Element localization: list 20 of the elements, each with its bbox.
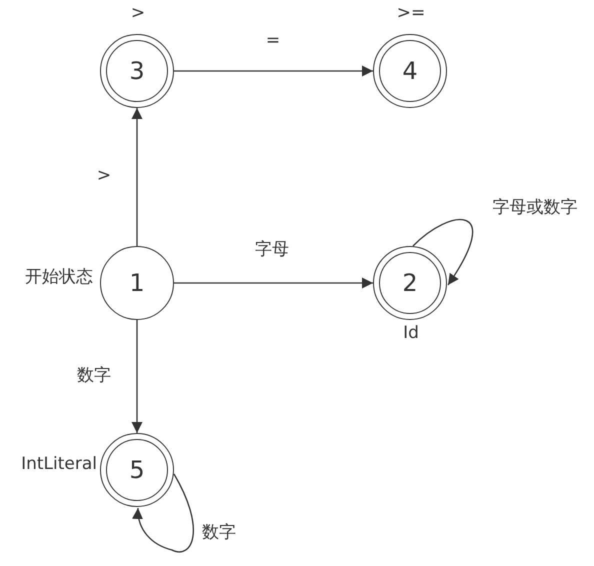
state-label: Id [402, 325, 420, 342]
edge-label: 字母或数字 [490, 200, 580, 216]
arrow [174, 278, 373, 288]
edge-label: 数字 [75, 368, 113, 384]
state-label: >= [396, 5, 426, 22]
arrow [132, 320, 142, 433]
state-number: 5 [129, 458, 145, 482]
state-number: 2 [402, 271, 418, 295]
edge-label: 字母 [253, 242, 291, 258]
arrow [174, 66, 373, 76]
arrow [132, 474, 194, 552]
arrow [412, 219, 474, 286]
state-label: IntLiteral [21, 456, 97, 473]
state-label: 开始状态 [25, 269, 93, 286]
state-label: > [130, 5, 146, 22]
state-number: 3 [129, 59, 145, 83]
state-number: 4 [402, 59, 418, 83]
edge-label: 数字 [200, 524, 238, 542]
arrow [132, 108, 142, 246]
state-number: 1 [129, 271, 145, 295]
